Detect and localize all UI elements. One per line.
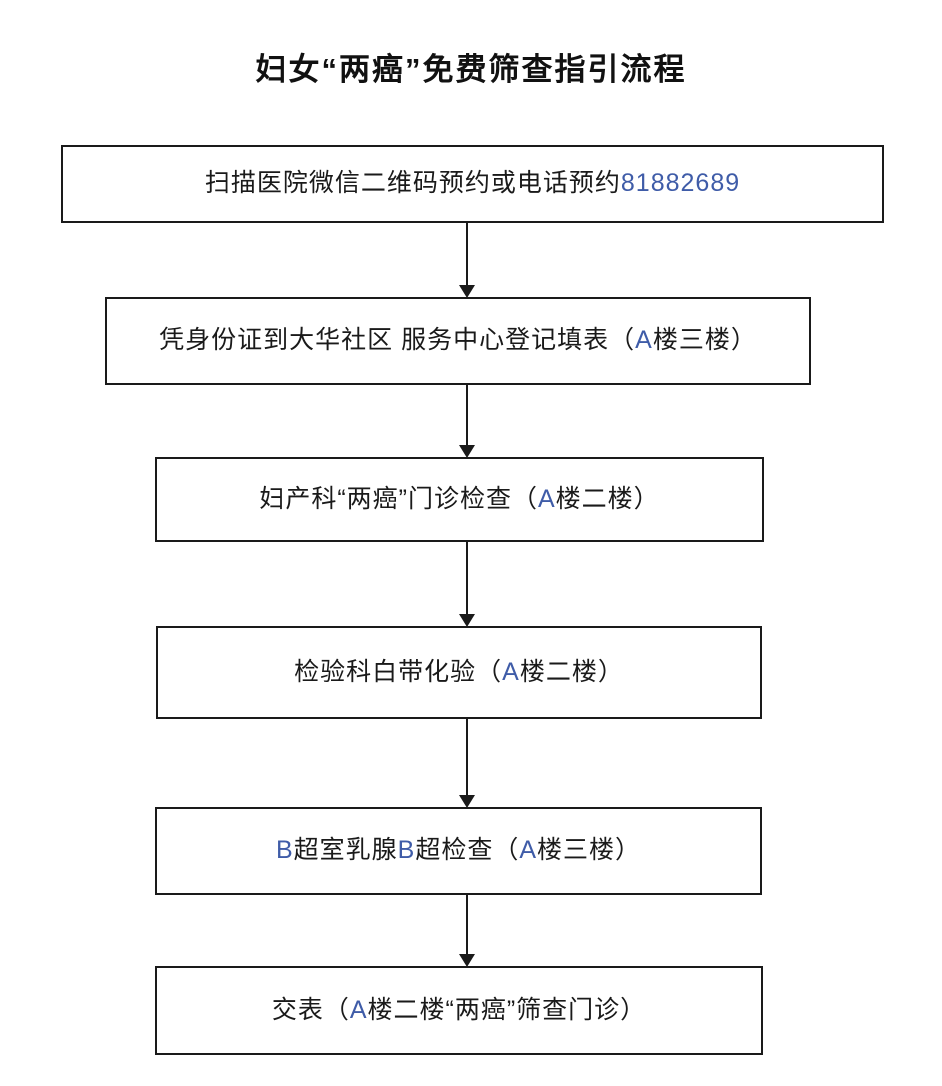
down-arrow-icon <box>459 384 475 458</box>
flow-step-ultrasound: B 超室乳腺 B 超检查（A 楼三楼） <box>155 807 762 895</box>
down-arrow-icon <box>459 222 475 298</box>
flow-step-registration: 凭身份证到大华社区 服务中心登记填表（A 楼三楼） <box>105 297 811 385</box>
flow-step-gynecology-exam: 妇产科“两癌”门诊检查（A 楼二楼） <box>155 457 764 542</box>
diagram-title: 妇女“两癌”免费筛查指引流程 <box>255 52 687 87</box>
flow-step-appointment: 扫描医院微信二维码预约或电话预约 81882689 <box>61 145 884 223</box>
down-arrow-icon <box>459 541 475 627</box>
flow-step-submit-form: 交表（A 楼二楼“两癌”筛查门诊） <box>155 966 763 1055</box>
down-arrow-icon <box>459 894 475 967</box>
down-arrow-icon <box>459 718 475 808</box>
flow-step-lab-test: 检验科白带化验（A 楼二楼） <box>156 626 762 719</box>
